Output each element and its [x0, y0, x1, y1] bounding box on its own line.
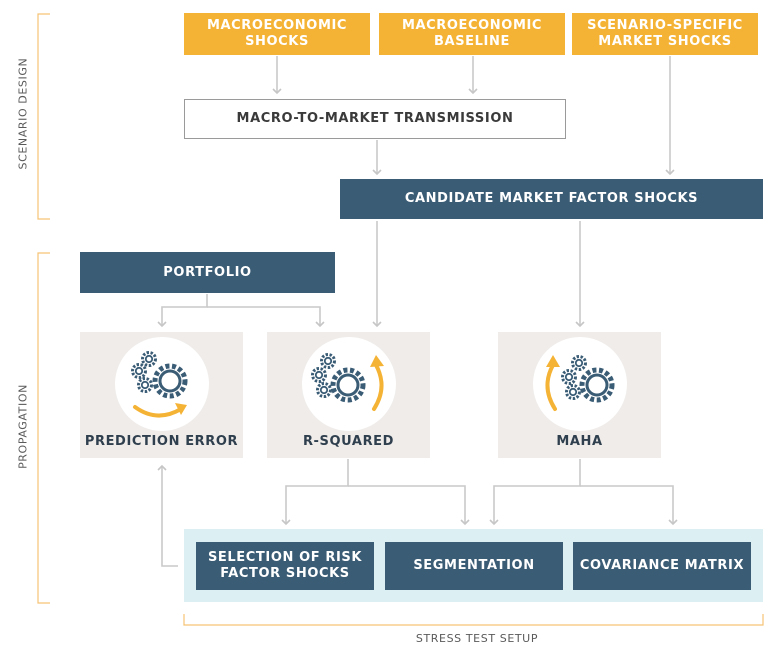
- arrow-maha-covariance: [580, 485, 678, 526]
- r-squared-card: R-SQUARED: [267, 332, 430, 458]
- arrow-maha-segmentation: [489, 459, 581, 526]
- propagation-label: PROPAGATION: [16, 384, 30, 469]
- stress-test-bracket: [183, 614, 764, 626]
- prediction-error-label: PREDICTION ERROR: [84, 434, 239, 449]
- arrow-setup-prediction: [157, 464, 178, 567]
- gears-cycle-icon: [131, 351, 188, 418]
- selection-of-risk-factor-shocks-box: SELECTION OF RISK FACTOR SHOCKS: [196, 542, 374, 590]
- r-squared-label: R-SQUARED: [302, 434, 395, 449]
- portfolio-box: PORTFOLIO: [80, 252, 335, 293]
- macro-to-market-transmission-box: MACRO-TO-MARKET TRANSMISSION: [184, 99, 566, 139]
- maha-label: MAHA: [556, 434, 603, 449]
- arrow-rsquared-segmentation: [348, 485, 470, 526]
- scenario-specific-market-shocks-box: SCENARIO-SPECIFIC MARKET SHOCKS: [572, 13, 758, 55]
- segmentation-box: SEGMENTATION: [385, 542, 563, 590]
- macroeconomic-shocks-box: MACROECONOMIC SHOCKS: [184, 13, 370, 55]
- prediction-error-card: PREDICTION ERROR: [80, 332, 243, 458]
- arrow-portfolio-branch: [157, 294, 208, 328]
- propagation-bracket: [37, 252, 50, 604]
- prediction-error-icon-circle: [115, 337, 209, 431]
- gears-cycle-icon: [311, 353, 384, 411]
- candidate-market-factor-shocks-box: CANDIDATE MARKET FACTOR SHOCKS: [340, 179, 763, 219]
- maha-card: MAHA: [498, 332, 661, 458]
- scenario-design-label: SCENARIO DESIGN: [16, 57, 30, 170]
- scenario-design-bracket: [37, 13, 50, 220]
- arrow-portfolio-rsquared: [207, 306, 325, 328]
- arrow-rsquared-selection: [281, 459, 349, 526]
- gears-cycle-icon: [545, 355, 615, 411]
- covariance-matrix-box: COVARIANCE MATRIX: [573, 542, 751, 590]
- macroeconomic-baseline-box: MACROECONOMIC BASELINE: [379, 13, 565, 55]
- r-squared-icon-circle: [302, 337, 396, 431]
- maha-icon-circle: [533, 337, 627, 431]
- stress-test-setup-label: STRESS TEST SETUP: [415, 632, 539, 645]
